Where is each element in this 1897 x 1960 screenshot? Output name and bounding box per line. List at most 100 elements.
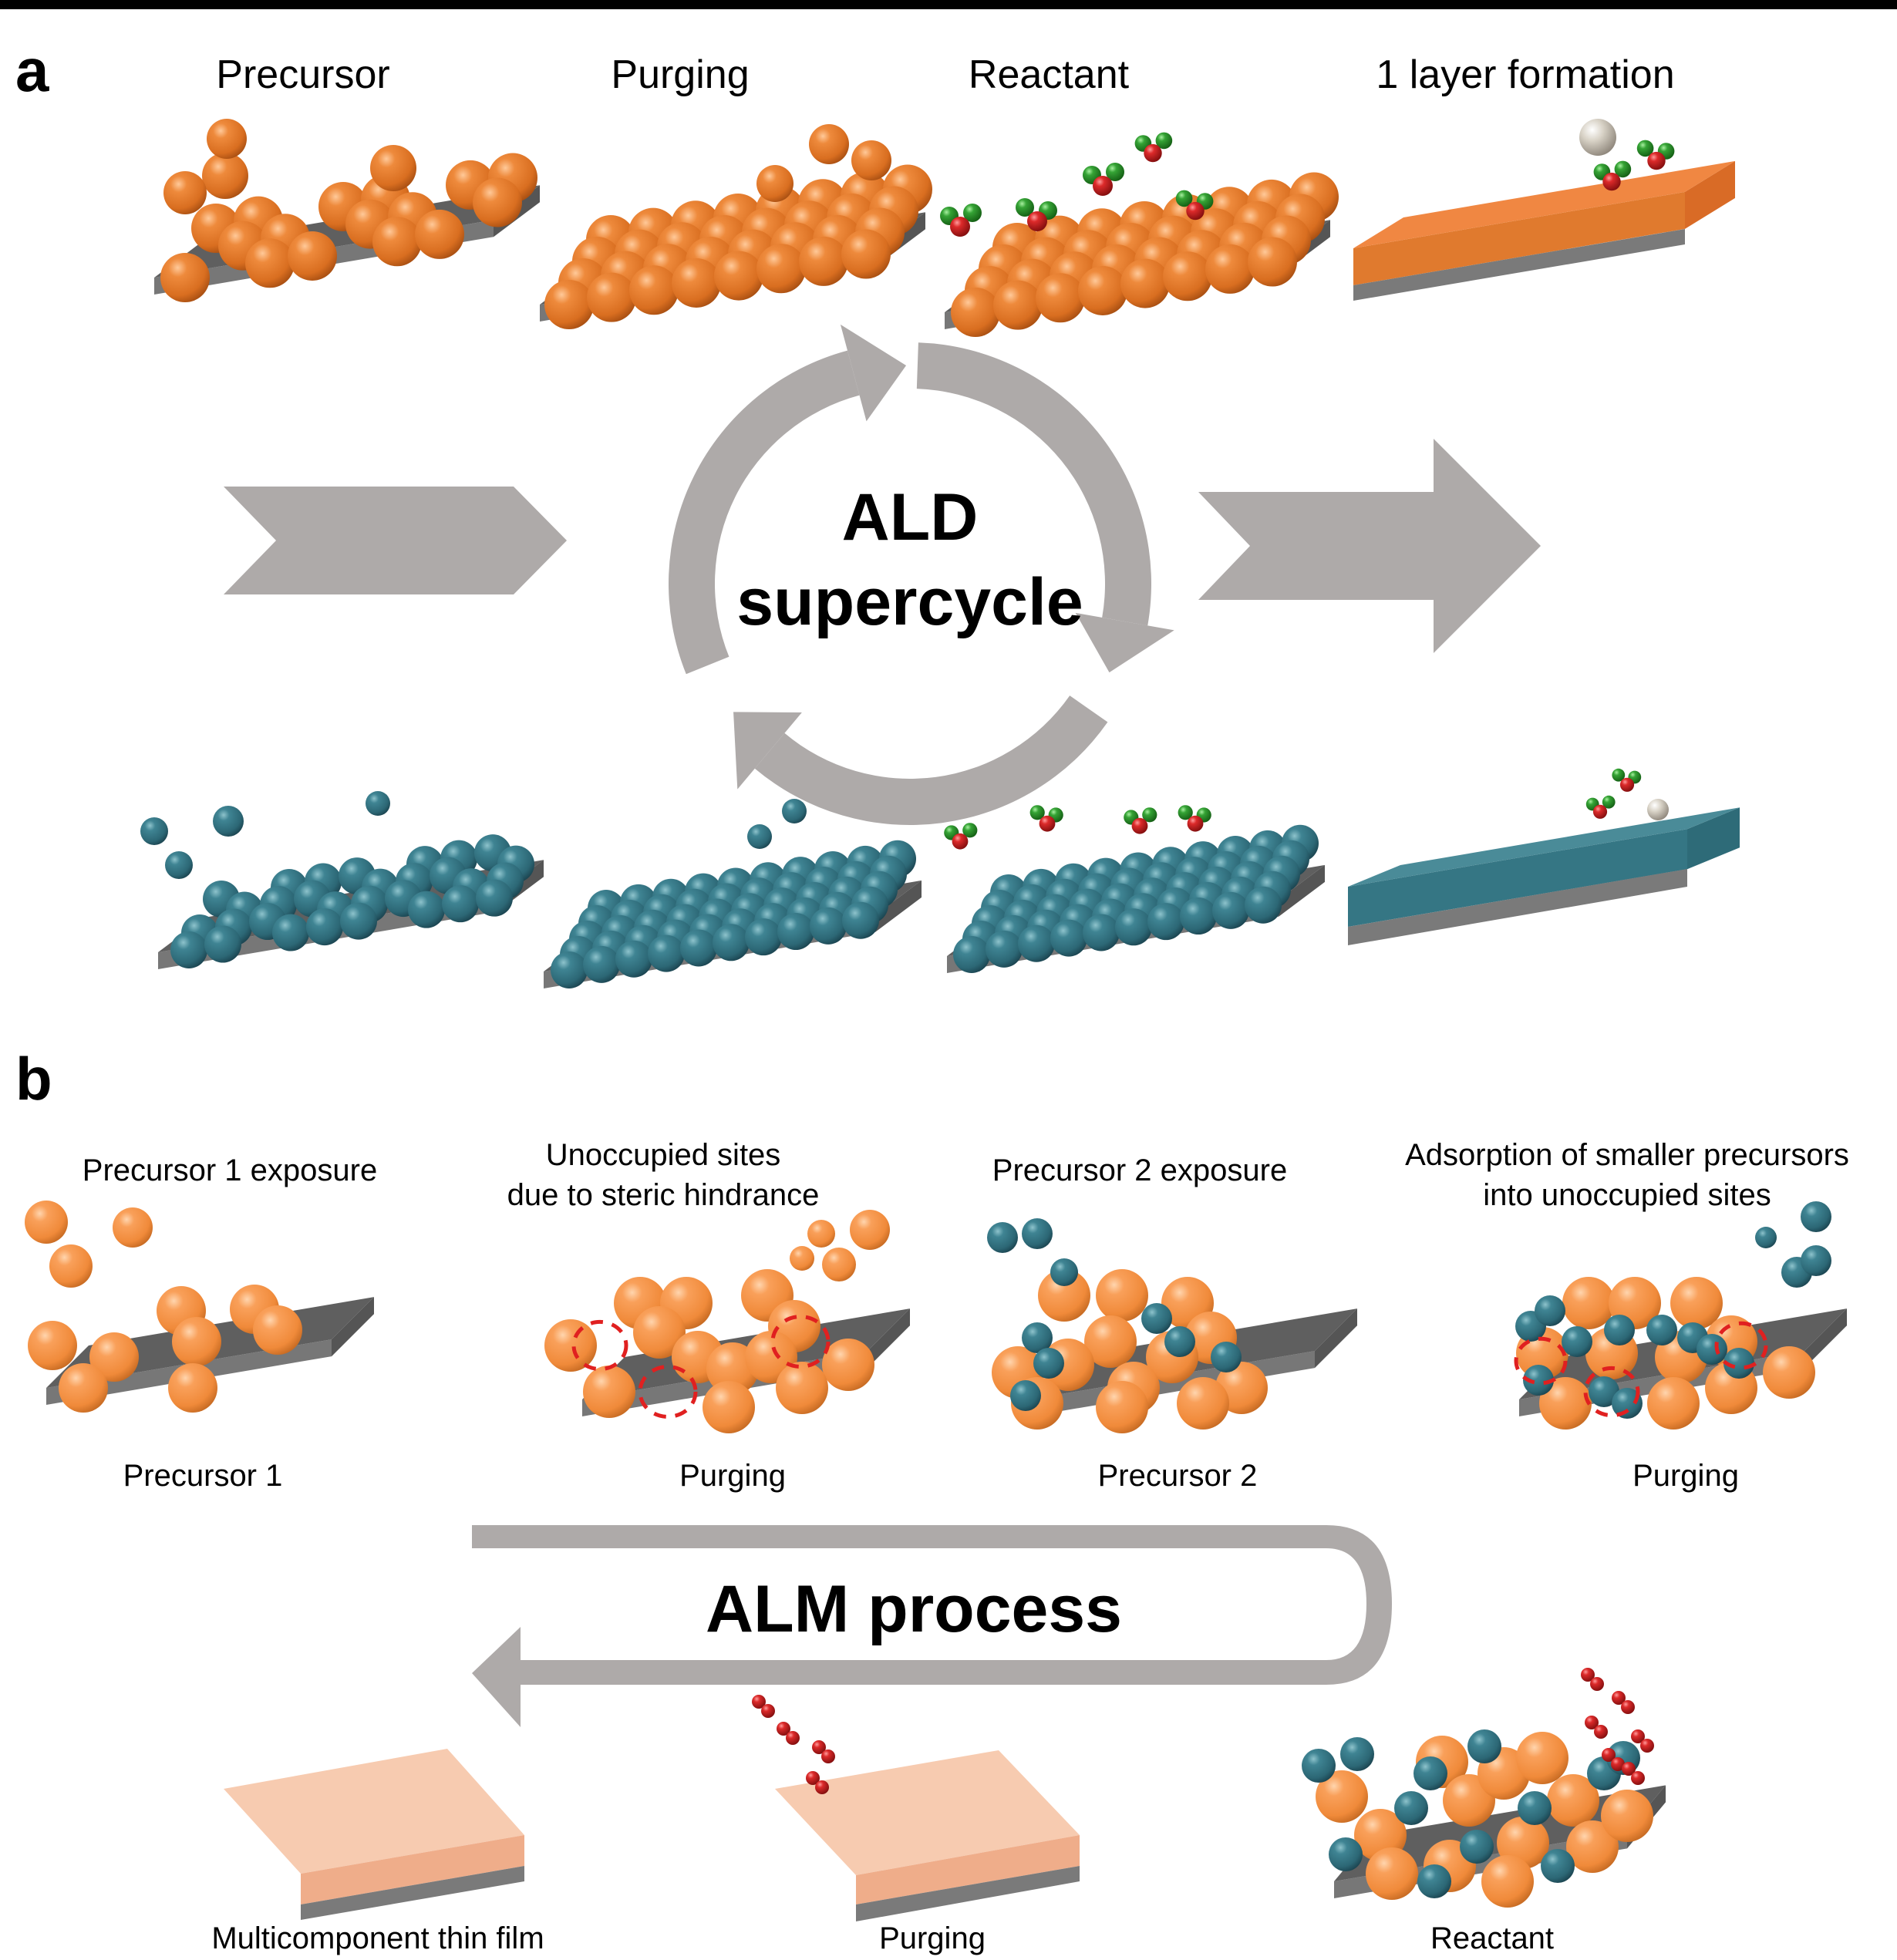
adsorbed-particle: [1147, 903, 1184, 941]
adsorbed-particle: [1115, 908, 1152, 946]
alm-arrow-body: [472, 1525, 1392, 1685]
oxygen-atom: [1631, 1729, 1645, 1743]
adsorbed-particle: [583, 945, 620, 983]
reactant-atom-green: [1175, 190, 1193, 207]
caption-adsorption-line2: into unoccupied sites: [1483, 1178, 1771, 1212]
film-substrate-edge: [1348, 869, 1687, 945]
oxygen-atom: [1602, 1748, 1616, 1762]
adsorbed-precursor: [1562, 1277, 1615, 1329]
caption-adsorption-line1: Adsorption of smaller precursors: [1405, 1138, 1849, 1172]
adsorbed-particle: [629, 265, 679, 315]
floating-precursor: [807, 1220, 835, 1248]
oxygen-atom: [815, 1780, 829, 1794]
oxygen-molecule: [1622, 1762, 1645, 1785]
adsorbed-small-precursor: [1646, 1315, 1677, 1345]
adsorbed-particle: [993, 280, 1043, 330]
oxygen-atom: [1631, 1771, 1645, 1785]
adsorbed-particle: [799, 236, 848, 286]
adsorbed-small-precursor: [1010, 1380, 1041, 1411]
adsorbed-particle: [544, 280, 594, 329]
cycle-arrowhead: [733, 712, 802, 790]
filled-site-marker: [1714, 1321, 1768, 1370]
reactant-atom-red: [1602, 172, 1621, 191]
adsorbed-particle: [272, 914, 309, 951]
adsorbed-precursor: [253, 1305, 302, 1355]
adsorbed-precursor: [1670, 1277, 1723, 1329]
adsorbed-precursor: [633, 1306, 686, 1359]
floating-precursor: [25, 1201, 68, 1244]
adsorbed-small-precursor: [1413, 1756, 1447, 1790]
adsorbed-precursor: [1084, 1315, 1137, 1368]
adsorbed-particle: [1245, 886, 1282, 924]
reactant-molecule: [1083, 163, 1124, 196]
adsorbed-small-precursor: [1394, 1791, 1428, 1825]
oxygen-molecule: [777, 1722, 800, 1745]
reactant-atom-green: [1029, 805, 1045, 820]
cycle-arrow-left-segment: [669, 324, 907, 675]
floating-precursor: [49, 1244, 93, 1288]
adsorbed-particle: [442, 885, 479, 923]
oxygen-molecule: [752, 1695, 775, 1718]
adsorbed-small-precursor: [1723, 1348, 1754, 1379]
adsorbed-precursor: [1038, 1269, 1090, 1322]
reactant-atom-green: [1614, 160, 1632, 178]
oxygen-molecule: [1581, 1668, 1604, 1691]
floating-precursor: [1022, 1218, 1053, 1249]
floating-precursor: [1755, 1227, 1777, 1248]
adsorbed-particle: [288, 231, 337, 281]
cycle-arrow-bottom-segment: [733, 695, 1108, 825]
adsorbed-particle: [713, 924, 750, 961]
oxygen-atom: [1612, 1691, 1626, 1705]
oxygen-atom: [1622, 1762, 1636, 1776]
peach-film-front: [301, 1835, 524, 1904]
reactant-atom-red: [952, 833, 969, 850]
adsorbed-particle: [1205, 244, 1255, 294]
adsorbed-particle: [372, 217, 422, 267]
adsorbed-precursor: [1516, 1732, 1568, 1784]
cycle-arc-body: [754, 695, 1108, 825]
adsorbed-precursor: [1096, 1269, 1148, 1322]
unoccupied-site-marker: [571, 1319, 628, 1372]
adsorbed-particle: [1078, 265, 1127, 315]
reactant-molecule: [1029, 805, 1063, 832]
unoccupied-site-marker: [770, 1315, 831, 1369]
floating-precursor: [140, 817, 168, 845]
adsorbed-particle: [340, 902, 377, 940]
floating-precursor: [207, 119, 247, 159]
adsorbed-particle: [986, 930, 1023, 968]
adsorbed-particle: [1180, 897, 1217, 935]
floating-precursor: [163, 171, 207, 214]
peach-film-front: [856, 1835, 1080, 1904]
cycle-arrowhead: [1075, 612, 1174, 673]
oxygen-atom: [761, 1704, 775, 1718]
reactant-atom-green: [962, 823, 978, 838]
cycle-arrow-right-segment: [916, 342, 1174, 673]
adsorbed-precursor: [822, 1339, 874, 1391]
adsorbed-particle: [476, 879, 513, 917]
reactant-atom-green: [1602, 795, 1616, 809]
adsorbed-particle: [648, 935, 685, 972]
reactant-atom-red: [1039, 815, 1056, 832]
adsorbed-particle: [841, 229, 891, 279]
adsorbed-particle: [170, 931, 207, 968]
adsorbed-particle: [587, 272, 636, 322]
step-label-layer-formation: 1 layer formation: [1376, 52, 1675, 97]
right-arrow: [1198, 439, 1541, 653]
step-label-precursor-1: Precursor 1: [123, 1459, 283, 1493]
adsorbed-particle: [1212, 891, 1249, 929]
adsorbed-small-precursor: [1535, 1295, 1565, 1326]
adsorbed-precursor: [89, 1332, 139, 1382]
adsorbed-particle: [756, 244, 806, 294]
adsorbed-particle: [680, 929, 717, 967]
adsorbed-precursor: [703, 1381, 755, 1433]
reactant-atom-green: [1106, 163, 1124, 181]
step-label-multicomponent-film: Multicomponent thin film: [211, 1921, 544, 1955]
adsorbed-particle: [415, 209, 464, 259]
floating-precursor: [1801, 1201, 1831, 1232]
adsorbed-precursor: [1763, 1346, 1815, 1399]
adsorbed-small-precursor: [1541, 1849, 1575, 1883]
adsorbed-small-precursor: [1562, 1326, 1592, 1357]
oxygen-atom: [1594, 1725, 1608, 1739]
floating-precursor: [113, 1207, 153, 1248]
